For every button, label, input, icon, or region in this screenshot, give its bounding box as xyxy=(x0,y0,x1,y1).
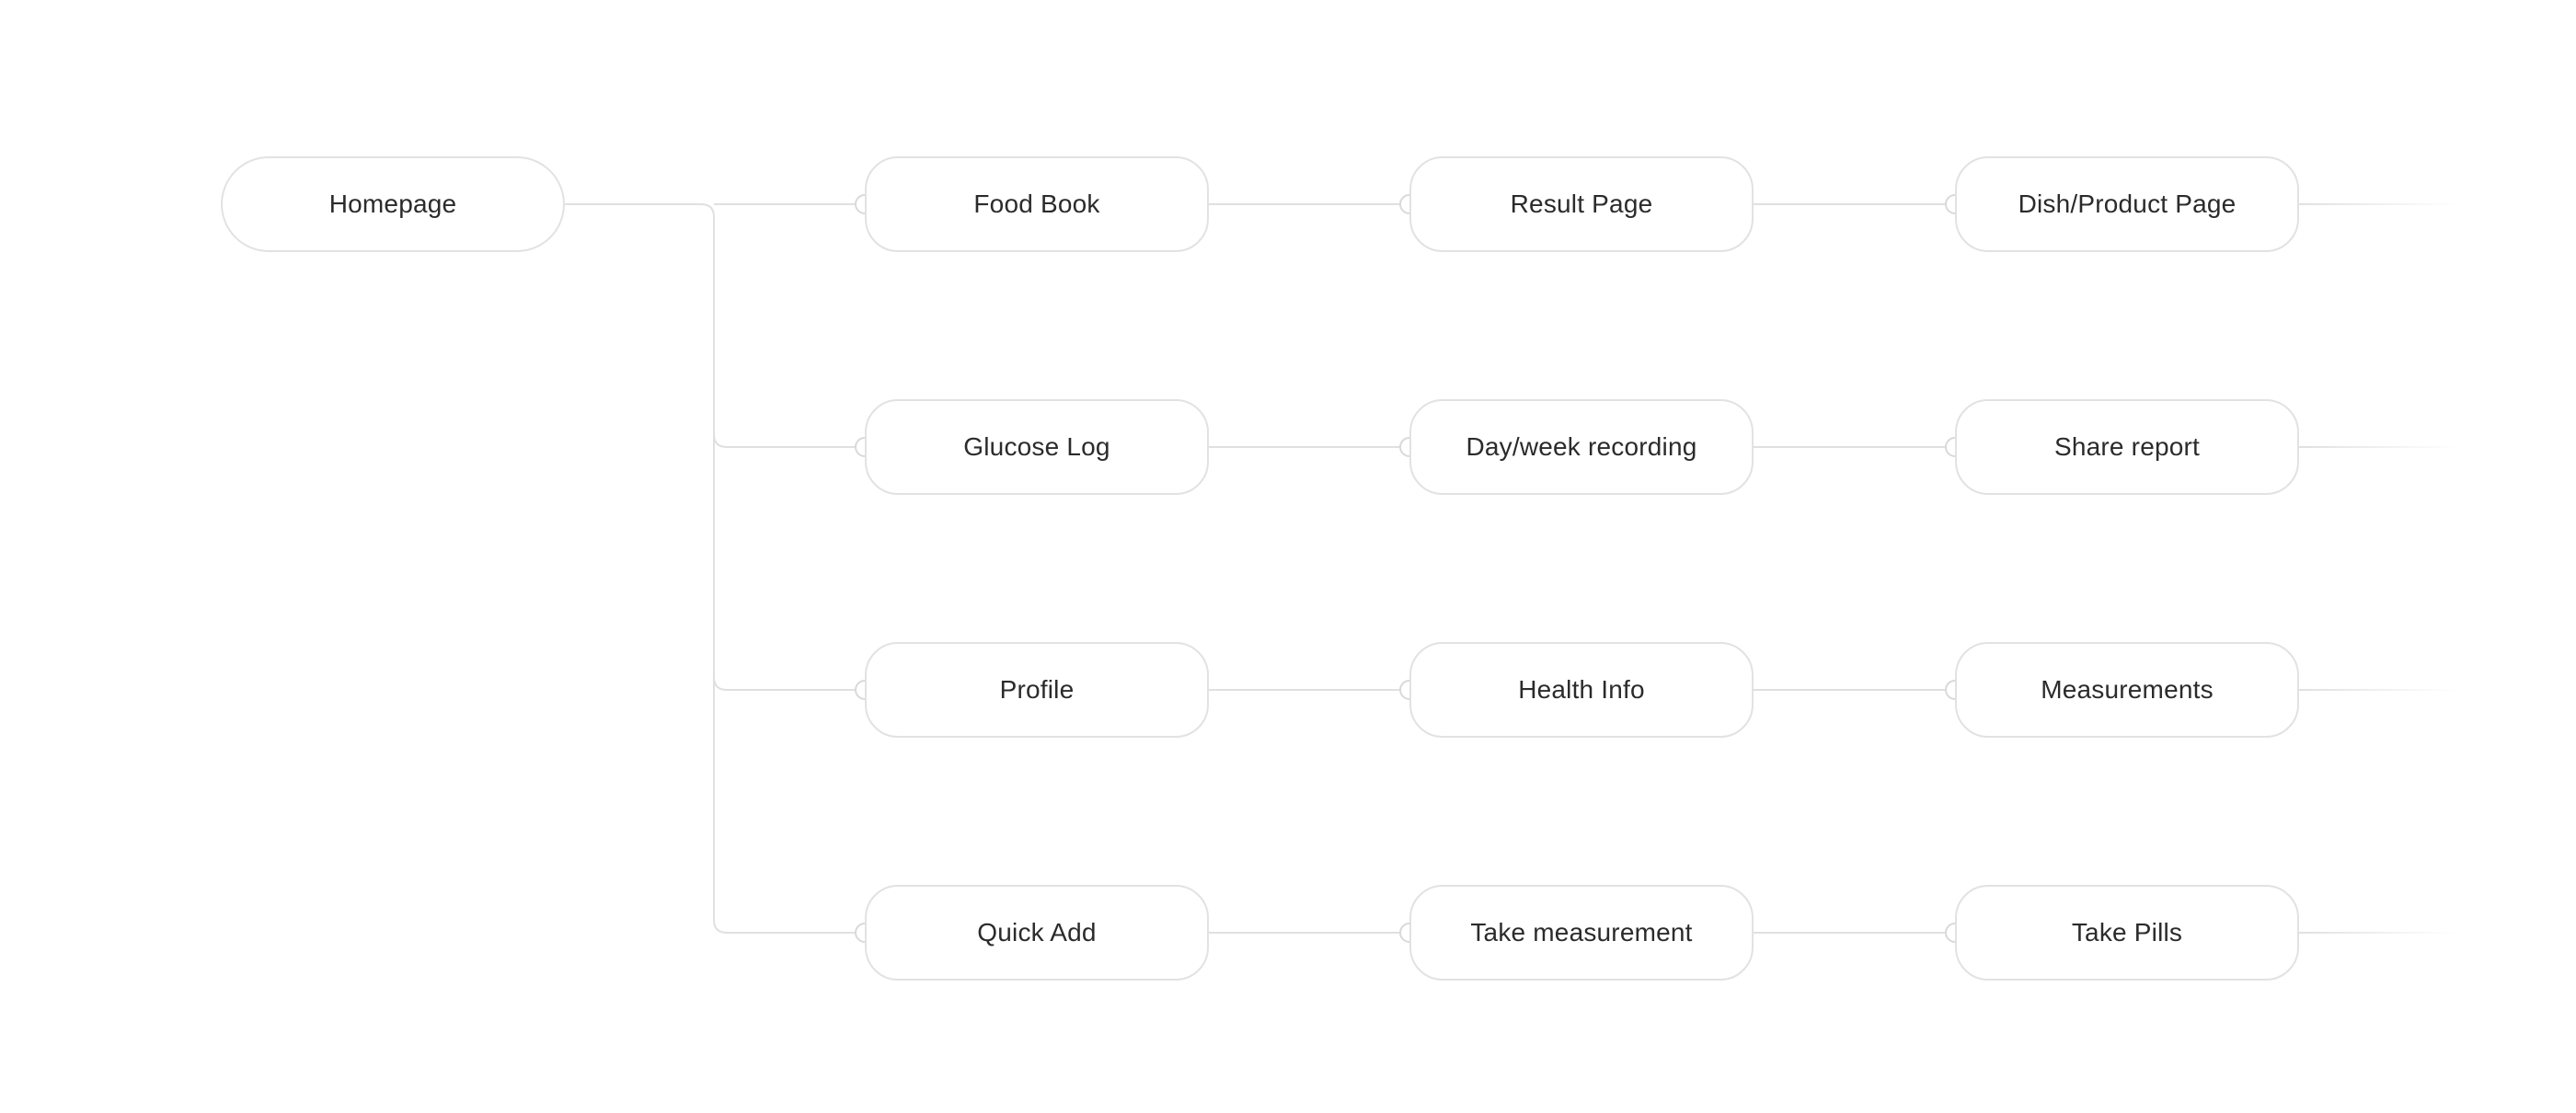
node-label: Day/week recording xyxy=(1466,432,1697,461)
connector-branch xyxy=(713,676,865,691)
node-label: Take Pills xyxy=(2071,918,2183,947)
node-label: Profile xyxy=(999,675,1075,704)
node-health-info[interactable]: Health Info xyxy=(1409,642,1754,738)
node-measurements[interactable]: Measurements xyxy=(1955,642,2299,738)
node-dish-product-page[interactable]: Dish/Product Page xyxy=(1955,156,2299,252)
connector-trunk-top xyxy=(565,203,715,218)
node-label: Take measurement xyxy=(1470,918,1693,947)
connector-branch xyxy=(713,919,865,934)
connector-branch xyxy=(713,433,865,448)
node-homepage[interactable]: Homepage xyxy=(221,156,565,252)
node-label: Food Book xyxy=(973,189,1100,218)
node-take-measurement[interactable]: Take measurement xyxy=(1409,885,1754,981)
node-homepage-label: Homepage xyxy=(328,189,457,218)
node-label: Result Page xyxy=(1510,189,1653,218)
node-label: Share report xyxy=(2053,432,2201,461)
node-label: Measurements xyxy=(2041,675,2214,704)
node-day-week-recording[interactable]: Day/week recording xyxy=(1409,399,1754,495)
node-label: Glucose Log xyxy=(963,432,1110,461)
node-profile[interactable]: Profile xyxy=(865,642,1209,738)
node-take-pills[interactable]: Take Pills xyxy=(1955,885,2299,981)
node-share-report[interactable]: Share report xyxy=(1955,399,2299,495)
node-label: Health Info xyxy=(1518,675,1645,704)
node-label: Quick Add xyxy=(977,918,1097,947)
node-food-book[interactable]: Food Book xyxy=(865,156,1209,252)
node-quick-add[interactable]: Quick Add xyxy=(865,885,1209,981)
node-glucose-log[interactable]: Glucose Log xyxy=(865,399,1209,495)
node-label: Dish/Product Page xyxy=(2018,189,2237,218)
node-result-page[interactable]: Result Page xyxy=(1409,156,1754,252)
